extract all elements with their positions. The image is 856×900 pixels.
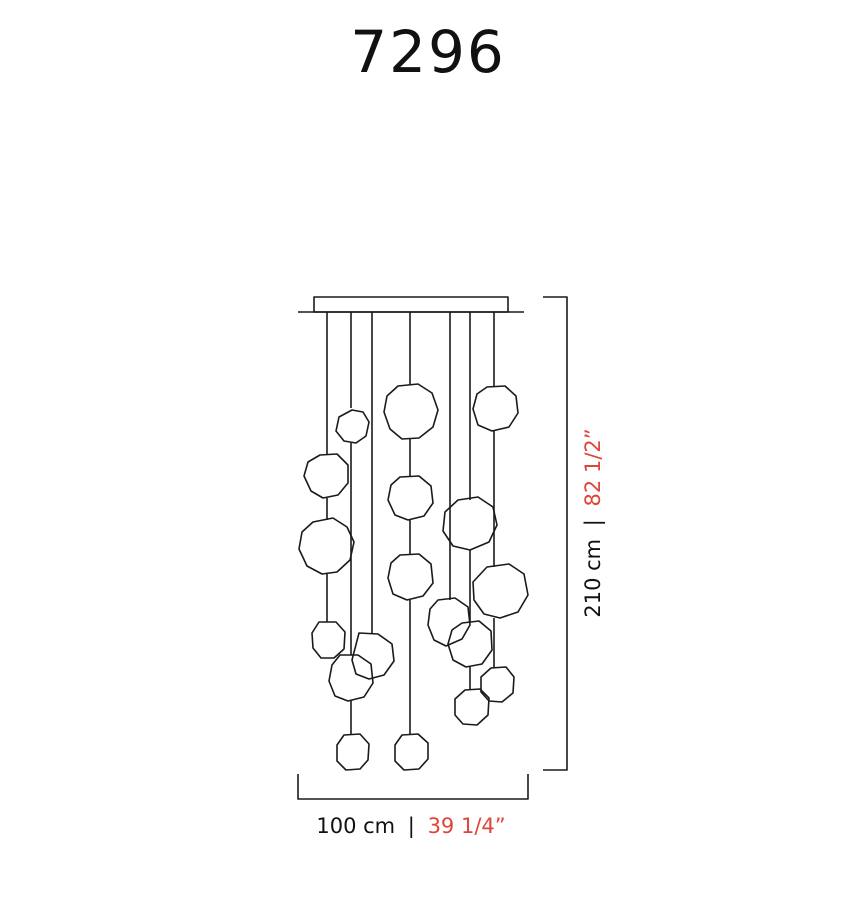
globe	[454, 688, 490, 726]
globe	[387, 475, 434, 521]
ceiling-canopy	[313, 296, 509, 313]
cables	[326, 312, 495, 735]
globe	[351, 632, 395, 680]
width-imperial: 39 1/4”	[428, 814, 506, 838]
height-dimension-line	[543, 296, 568, 771]
globe	[447, 620, 493, 668]
glass-globes	[298, 383, 529, 771]
product-title: 7296	[350, 18, 506, 86]
width-separator: |	[408, 814, 415, 839]
height-label: 210 cm | 82 1/2”	[581, 428, 606, 617]
globe	[472, 563, 529, 619]
width-label: 100 cm | 39 1/4”	[316, 814, 505, 839]
globe	[335, 409, 370, 444]
globe	[427, 597, 471, 647]
globe	[383, 383, 439, 440]
globe	[298, 517, 355, 575]
globe	[336, 733, 370, 771]
globe	[472, 385, 519, 432]
globe	[442, 496, 498, 551]
height-metric: 210 cm	[581, 539, 605, 618]
globe	[328, 654, 374, 702]
height-imperial: 82 1/2”	[581, 428, 605, 506]
globe	[303, 453, 349, 499]
width-metric: 100 cm	[316, 814, 395, 838]
globe	[394, 733, 429, 771]
globe	[480, 666, 515, 703]
height-separator: |	[581, 519, 606, 526]
globe	[311, 621, 346, 659]
width-dimension-line	[297, 774, 529, 800]
globe	[387, 553, 434, 601]
